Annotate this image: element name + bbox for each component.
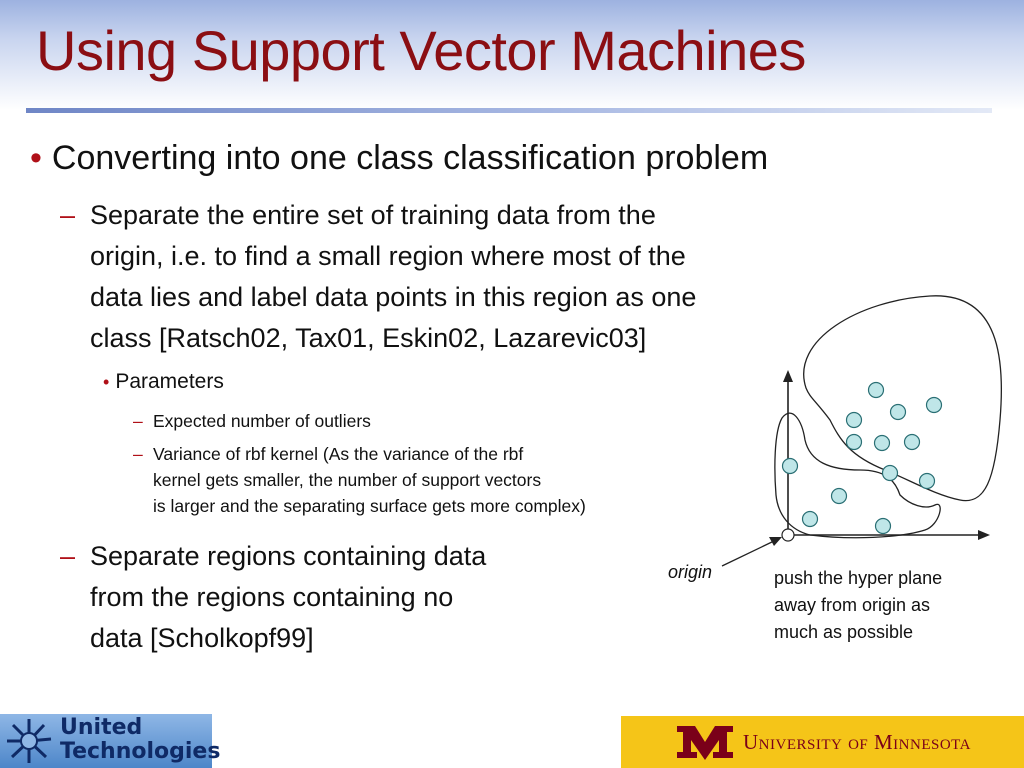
sunburst-icon (7, 719, 52, 763)
text-line: Variance of rbf kernel (As the variance … (153, 444, 524, 464)
param-item-1: – Expected number of outliers (133, 408, 733, 434)
parameters-label: Parameters (115, 370, 224, 393)
data-point (781, 457, 799, 475)
text-line: much as possible (774, 622, 914, 642)
main-bullet-text: Converting into one class classification… (51, 139, 769, 177)
data-point (925, 396, 943, 414)
x-axis-arrow (978, 530, 990, 540)
data-point (845, 411, 863, 429)
param-item-1-text: Expected number of outliers (153, 411, 371, 431)
data-point (881, 464, 899, 482)
united-technologies-wordmark: United Technologies (60, 716, 220, 764)
logo-line: Technologies (60, 739, 221, 764)
origin-pointer (721, 540, 775, 567)
data-point (889, 403, 907, 421)
text-line: data [Scholkopf99] (90, 623, 314, 653)
slide-title: Using Support Vector Machines (36, 19, 806, 82)
text-line: class [Ratsch02, Tax01, Eskin02, Lazarev… (90, 323, 647, 353)
text-line: data lies and label data points in this … (90, 282, 697, 312)
dash-icon: – (60, 541, 76, 571)
text-line: is larger and the separating surface get… (153, 496, 586, 516)
data-point (830, 487, 848, 505)
data-point (801, 510, 819, 528)
text-line: origin, i.e. to find a small region wher… (90, 241, 686, 271)
dash-icon: – (133, 444, 143, 464)
param-item-2-text: Variance of rbf kernel (As the variance … (153, 441, 586, 519)
text-line: kernel gets smaller, the number of suppo… (153, 470, 542, 490)
main-bullet: •Converting into one class classificatio… (30, 139, 768, 178)
diagram-note: push the hyper plane away from origin as… (774, 565, 942, 646)
bullet-icon: • (103, 372, 110, 392)
origin-point (781, 528, 795, 542)
sub-bullet-2: – Separate regions containing data from … (60, 536, 620, 666)
block-m-icon (677, 726, 733, 760)
sub-bullet-1-text: Separate the entire set of training data… (90, 195, 696, 359)
param-item-2: – Variance of rbf kernel (As the varianc… (133, 441, 733, 521)
text-line: push the hyper plane (774, 568, 943, 588)
text-line: away from origin as (774, 595, 931, 615)
origin-label: origin (668, 562, 713, 582)
title-divider (26, 108, 992, 113)
university-wordmark: University of Minnesota (743, 730, 971, 754)
data-point (845, 433, 863, 451)
data-point (903, 433, 921, 451)
text-line: Separate the entire set of training data… (90, 200, 656, 230)
logo-line: United (60, 715, 143, 740)
data-region-boundary (803, 295, 1003, 502)
sub-bullet-1: – Separate the entire set of training da… (60, 195, 860, 365)
sub-bullet-2-text: Separate regions containing data from th… (90, 536, 486, 659)
data-points (781, 381, 943, 535)
origin-pointer-arrow (769, 537, 782, 546)
parameters-bullet: •Parameters (103, 370, 224, 394)
data-point (873, 434, 891, 452)
university-of-minnesota-logo: University of Minnesota (621, 716, 1024, 768)
title-background (0, 0, 1024, 110)
data-point (918, 472, 936, 490)
text-line: Separate regions containing data (90, 541, 487, 571)
dash-icon: – (133, 411, 143, 431)
bullet-icon: • (30, 139, 42, 177)
data-point (867, 381, 885, 399)
united-technologies-logo: United Technologies (0, 714, 220, 768)
dash-icon: – (60, 200, 76, 230)
y-axis-arrow (783, 370, 793, 382)
data-point (874, 517, 892, 535)
tight-boundary (774, 412, 941, 539)
text-line: from the regions containing no (90, 582, 454, 612)
